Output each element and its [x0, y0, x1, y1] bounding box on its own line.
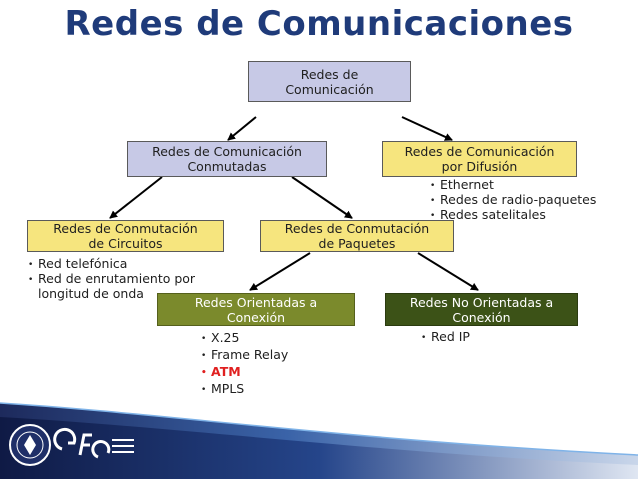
node-label: Redes de Comunicación — [285, 66, 374, 97]
faculty-logo-icon — [53, 427, 134, 459]
node-conmutacion-circuitos: Redes de Conmutación de Circuitos — [27, 220, 224, 252]
list-item: Redes satelitales — [430, 208, 638, 223]
node-orientadas-conexion: Redes Orientadas a Conexión — [157, 293, 355, 326]
slide-title: Redes de Comunicaciones — [64, 4, 574, 44]
no-orientadas-list: Red IP — [421, 330, 541, 345]
list-item: Redes de radio-paquetes — [430, 193, 638, 208]
node-label: Redes No Orientadas a Conexión — [409, 294, 554, 325]
difusion-list: Ethernet Redes de radio-paquetes Redes s… — [430, 178, 638, 223]
orientadas-list: X.25 Frame Relay ATM MPLS — [201, 330, 341, 398]
list-item: MPLS — [201, 381, 341, 398]
footer-banner — [0, 402, 638, 479]
circuitos-list: Red telefónica Red de enrutamiento por l… — [28, 257, 233, 301]
arrow-root-to-conmutadas — [227, 116, 257, 141]
node-label: Redes de Conmutación de Circuitos — [53, 221, 198, 251]
list-item: Red IP — [421, 330, 541, 345]
node-redes-comunicacion: Redes de Comunicación — [248, 61, 411, 102]
list-item: Red telefónica — [28, 257, 233, 272]
node-label: Redes de Comunicación por Difusión — [404, 144, 555, 174]
arrow-paquetes-to-no-orientadas — [417, 252, 479, 291]
list-item: X.25 — [201, 330, 341, 347]
university-seal-icon — [9, 424, 51, 466]
node-label: Redes de Conmutación de Paquetes — [284, 221, 430, 251]
node-conmutacion-paquetes: Redes de Conmutación de Paquetes — [260, 220, 454, 252]
arrow-root-to-difusion — [401, 116, 453, 141]
arrow-paquetes-to-orientadas — [249, 252, 311, 291]
node-label: Redes Orientadas a Conexión — [194, 294, 318, 325]
list-item: Frame Relay — [201, 347, 341, 364]
list-item: Red de enrutamiento por longitud de onda — [28, 272, 233, 301]
node-no-orientadas-conexion: Redes No Orientadas a Conexión — [385, 293, 578, 326]
node-redes-difusion: Redes de Comunicación por Difusión — [382, 141, 577, 177]
list-item-highlighted: ATM — [201, 364, 341, 381]
arrow-conmutadas-to-paquetes — [291, 176, 353, 219]
node-label: Redes de Comunicación Conmutadas — [152, 144, 302, 174]
list-item: Ethernet — [430, 178, 638, 193]
node-redes-conmutadas: Redes de Comunicación Conmutadas — [127, 141, 327, 177]
arrow-conmutadas-to-circuitos — [109, 176, 163, 219]
